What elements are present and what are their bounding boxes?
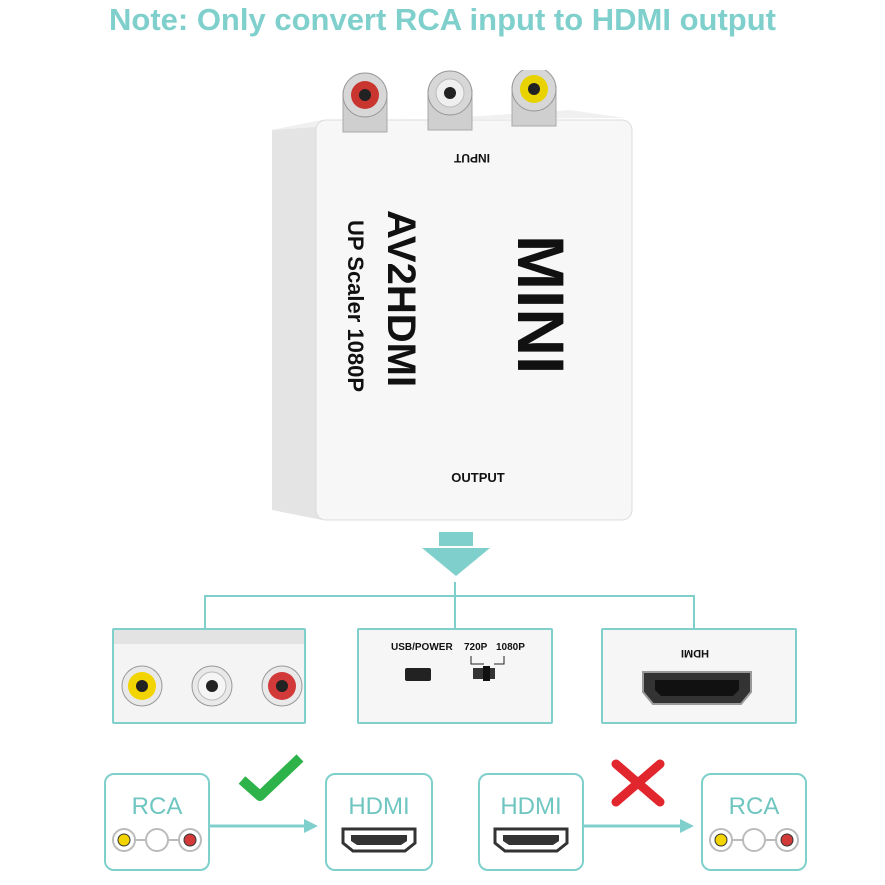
check-icon xyxy=(238,754,304,801)
usb-port-icon xyxy=(405,668,431,681)
usb-power-label: USB/POWER xyxy=(391,642,453,653)
flow-rca-text-2: RCA xyxy=(728,793,780,820)
panel-rca-jacks xyxy=(112,628,306,724)
panel-hdmi-port: HDMI xyxy=(601,628,797,724)
rca-white-jack xyxy=(191,665,233,707)
arrow-right-icon-2 xyxy=(584,819,694,833)
rca-jack-yellow xyxy=(511,70,557,127)
model-text: AV2HDMI xyxy=(379,210,423,387)
sub-text: UP Scaler 1080P xyxy=(343,220,368,392)
hdmi-port-label: HDMI xyxy=(681,647,709,659)
rca-yellow-jack xyxy=(121,665,163,707)
output-label: OUTPUT xyxy=(451,470,505,485)
flow-rca-text: RCA xyxy=(131,793,183,820)
hdmi-plug-icon-2 xyxy=(493,827,569,853)
note-title: Note: Only convert RCA input to HDMI out… xyxy=(109,2,776,37)
flow-hdmi-text: HDMI xyxy=(348,793,410,820)
down-arrow-icon xyxy=(422,532,490,576)
rca-plugs-icon-2 xyxy=(709,828,799,852)
flow-hdmi-box-left: HDMI xyxy=(325,773,433,871)
flow-rca-box-right: RCA xyxy=(701,773,807,871)
hdmi-plug-icon xyxy=(341,827,417,853)
rca-jack-white xyxy=(427,70,473,131)
av2hdmi-device-illustration: INPUT AV2HDMI UP Scaler 1080P MINI OUTPU… xyxy=(272,70,633,521)
flow-hdmi-text-2: HDMI xyxy=(500,793,562,820)
rca-jack-red xyxy=(342,72,388,133)
rca-plugs-icon xyxy=(112,828,202,852)
brand-text: MINI xyxy=(504,235,578,374)
input-label: INPUT xyxy=(453,151,490,165)
cross-icon xyxy=(611,759,665,807)
flow-hdmi-box-right: HDMI xyxy=(478,773,584,871)
arrow-right-icon xyxy=(210,819,318,833)
res-720-label: 720P xyxy=(464,642,488,653)
flow-rca-box-left: RCA xyxy=(104,773,210,871)
panel-usb-switch: USB/POWER 720P 1080P xyxy=(357,628,553,724)
res-1080-label: 1080P xyxy=(496,642,525,653)
rca-red-jack xyxy=(261,665,303,707)
